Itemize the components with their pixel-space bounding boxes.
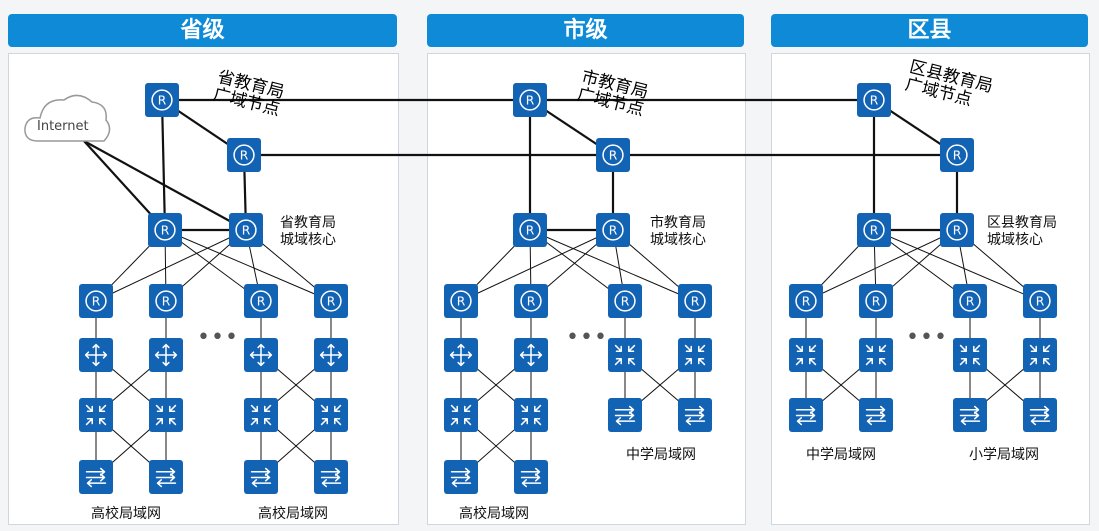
switch-icon	[1023, 398, 1057, 432]
core-switch-icon	[314, 398, 348, 432]
university-lan-label: 高校局域网	[258, 506, 328, 522]
link-line	[83, 140, 247, 231]
router-icon	[145, 83, 179, 117]
router-icon	[227, 138, 261, 172]
router-icon	[678, 284, 712, 318]
l3-switch-icon	[244, 338, 278, 372]
level-banner-province: 省级	[8, 14, 397, 47]
core-switch-icon	[859, 338, 893, 372]
router-icon	[149, 284, 183, 318]
level-banner-city: 市级	[427, 14, 744, 47]
l3-switch-icon	[149, 338, 183, 372]
router-icon	[79, 284, 113, 318]
switch-icon	[859, 398, 893, 432]
switch-icon	[79, 460, 113, 494]
router-icon	[1023, 284, 1057, 318]
district-metro-core-label: 区县教育局 城域核心	[987, 215, 1057, 248]
core-switch-icon	[1023, 338, 1057, 372]
core-switch-icon	[79, 398, 113, 432]
internet-cloud-icon	[24, 94, 111, 142]
switch-icon	[953, 398, 987, 432]
l3-switch-icon	[79, 338, 113, 372]
link-line	[873, 229, 1041, 302]
router-icon	[314, 284, 348, 318]
core-switch-icon	[953, 338, 987, 372]
core-switch-icon	[444, 398, 478, 432]
l3-switch-icon	[444, 338, 478, 372]
link-line	[805, 229, 958, 302]
switch-icon	[149, 460, 183, 494]
l3-switch-icon	[314, 338, 348, 372]
switch-icon	[608, 398, 642, 432]
primary-school-lan-label: 小学局域网	[969, 447, 1039, 463]
core-switch-icon	[149, 398, 183, 432]
province-metro-core-label: 省教育局 城域核心	[280, 215, 336, 248]
ellipsis-dots: •••	[906, 325, 948, 350]
router-icon	[513, 213, 547, 247]
core-switch-icon	[789, 338, 823, 372]
city-metro-core-label: 市教育局 城域核心	[650, 215, 706, 248]
router-icon	[596, 138, 630, 172]
router-icon	[789, 284, 823, 318]
router-icon	[514, 284, 548, 318]
router-icon	[229, 213, 263, 247]
router-icon	[953, 284, 987, 318]
core-switch-icon	[244, 398, 278, 432]
router-icon	[608, 284, 642, 318]
router-icon	[940, 213, 974, 247]
internet-label: Internet	[37, 119, 89, 134]
switch-icon	[244, 460, 278, 494]
link-line	[529, 229, 696, 302]
middle-school-lan-label: 中学局域网	[626, 447, 696, 463]
switch-icon	[678, 398, 712, 432]
router-icon	[444, 284, 478, 318]
switch-icon	[514, 460, 548, 494]
router-icon	[596, 213, 630, 247]
link-line	[460, 229, 614, 302]
core-switch-icon	[678, 338, 712, 372]
level-banner-district: 区县	[771, 14, 1088, 47]
router-icon	[857, 83, 891, 117]
router-icon	[244, 284, 278, 318]
middle-school-lan-label: 中学局域网	[806, 447, 876, 463]
router-icon	[859, 284, 893, 318]
router-icon	[940, 138, 974, 172]
link-line	[160, 99, 167, 231]
switch-icon	[444, 460, 478, 494]
university-lan-label: 高校局域网	[91, 506, 161, 522]
router-icon	[513, 83, 547, 117]
l3-switch-icon	[514, 338, 548, 372]
link-line	[95, 229, 247, 302]
switch-icon	[789, 398, 823, 432]
link-line	[164, 229, 332, 302]
ellipsis-dots: •••	[197, 325, 239, 350]
core-switch-icon	[514, 398, 548, 432]
switch-icon	[314, 460, 348, 494]
router-icon	[857, 213, 891, 247]
university-lan-label: 高校局域网	[459, 506, 529, 522]
core-switch-icon	[608, 338, 642, 372]
ellipsis-dots: •••	[566, 325, 608, 350]
router-icon	[148, 213, 182, 247]
